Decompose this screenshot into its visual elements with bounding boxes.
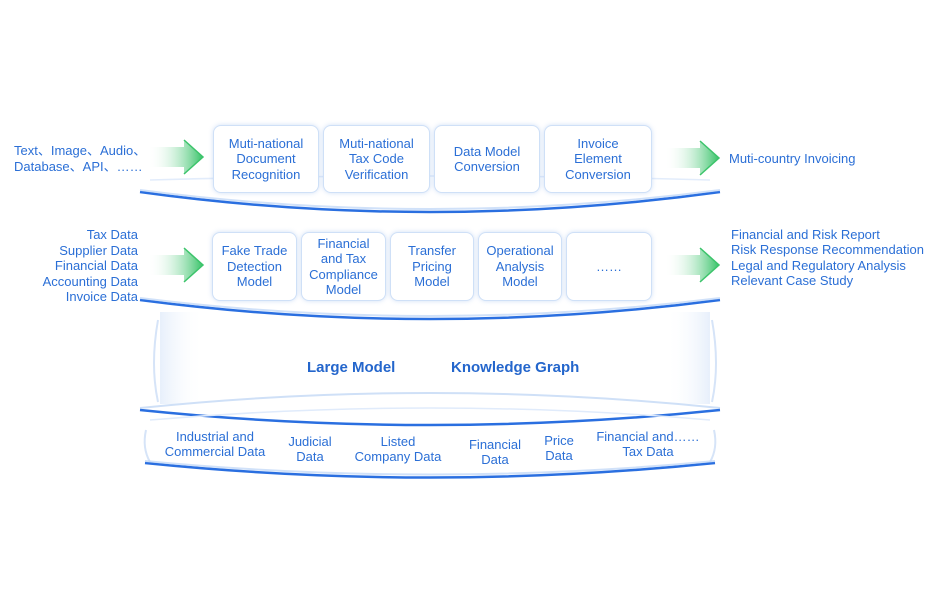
source-listed-company: Listed Company Data <box>354 434 442 464</box>
source-price: Price Data <box>544 433 574 463</box>
box-document-recognition: Muti-national Document Recognition <box>213 125 319 193</box>
box-transfer-pricing: Transfer Pricing Model <box>390 232 474 301</box>
source-financial-tax: Financial and…… Tax Data <box>596 429 700 459</box>
knowledge-graph-label: Knowledge Graph <box>451 359 580 376</box>
base-layer-ring <box>139 392 721 479</box>
middle-input-accounting: Accounting Data <box>42 274 138 289</box>
large-model-label: Large Model <box>307 359 396 376</box>
source-judicial: Judicial Data <box>288 434 332 464</box>
middle-output-regulatory: Legal and Regulatory Analysis <box>731 258 906 273</box>
box-more-models: …… <box>566 232 652 301</box>
output-arrow-top <box>665 140 721 176</box>
middle-input-supplier: Supplier Data <box>59 243 138 258</box>
middle-input-invoice: Invoice Data <box>65 289 138 304</box>
top-output: Muti-country Invoicing <box>729 151 856 166</box>
box-data-model-conversion: Data Model Conversion <box>434 125 540 193</box>
middle-output-report: Financial and Risk Report <box>731 227 880 242</box>
core-cylinder <box>153 312 717 404</box>
input-arrow-top <box>148 139 205 175</box>
source-industrial-commercial: Industrial and Commercial Data <box>164 429 266 459</box>
top-input-line-2: Database、API、…… <box>14 159 143 174</box>
middle-input-tax: Tax Data <box>86 227 138 242</box>
input-arrow-middle <box>148 247 205 283</box>
box-invoice-element-conversion: Invoice Element Conversion <box>544 125 652 193</box>
middle-output-recommendation: Risk Response Recommendation <box>731 242 924 257</box>
middle-output-case-study: Relevant Case Study <box>731 273 854 288</box>
source-financial: Financial Data <box>468 437 522 467</box>
middle-input-financial: Financial Data <box>54 258 138 273</box>
box-tax-code-verification: Muti-national Tax Code Verification <box>323 125 430 193</box>
top-input-line-1: Text、Image、Audio、 <box>14 143 147 158</box>
output-arrow-middle <box>665 247 721 283</box>
box-tax-compliance: Financial and Tax Compliance Model <box>301 232 386 301</box>
box-fake-trade-detection: Fake Trade Detection Model <box>212 232 297 301</box>
box-operational-analysis: Operational Analysis Model <box>478 232 562 301</box>
